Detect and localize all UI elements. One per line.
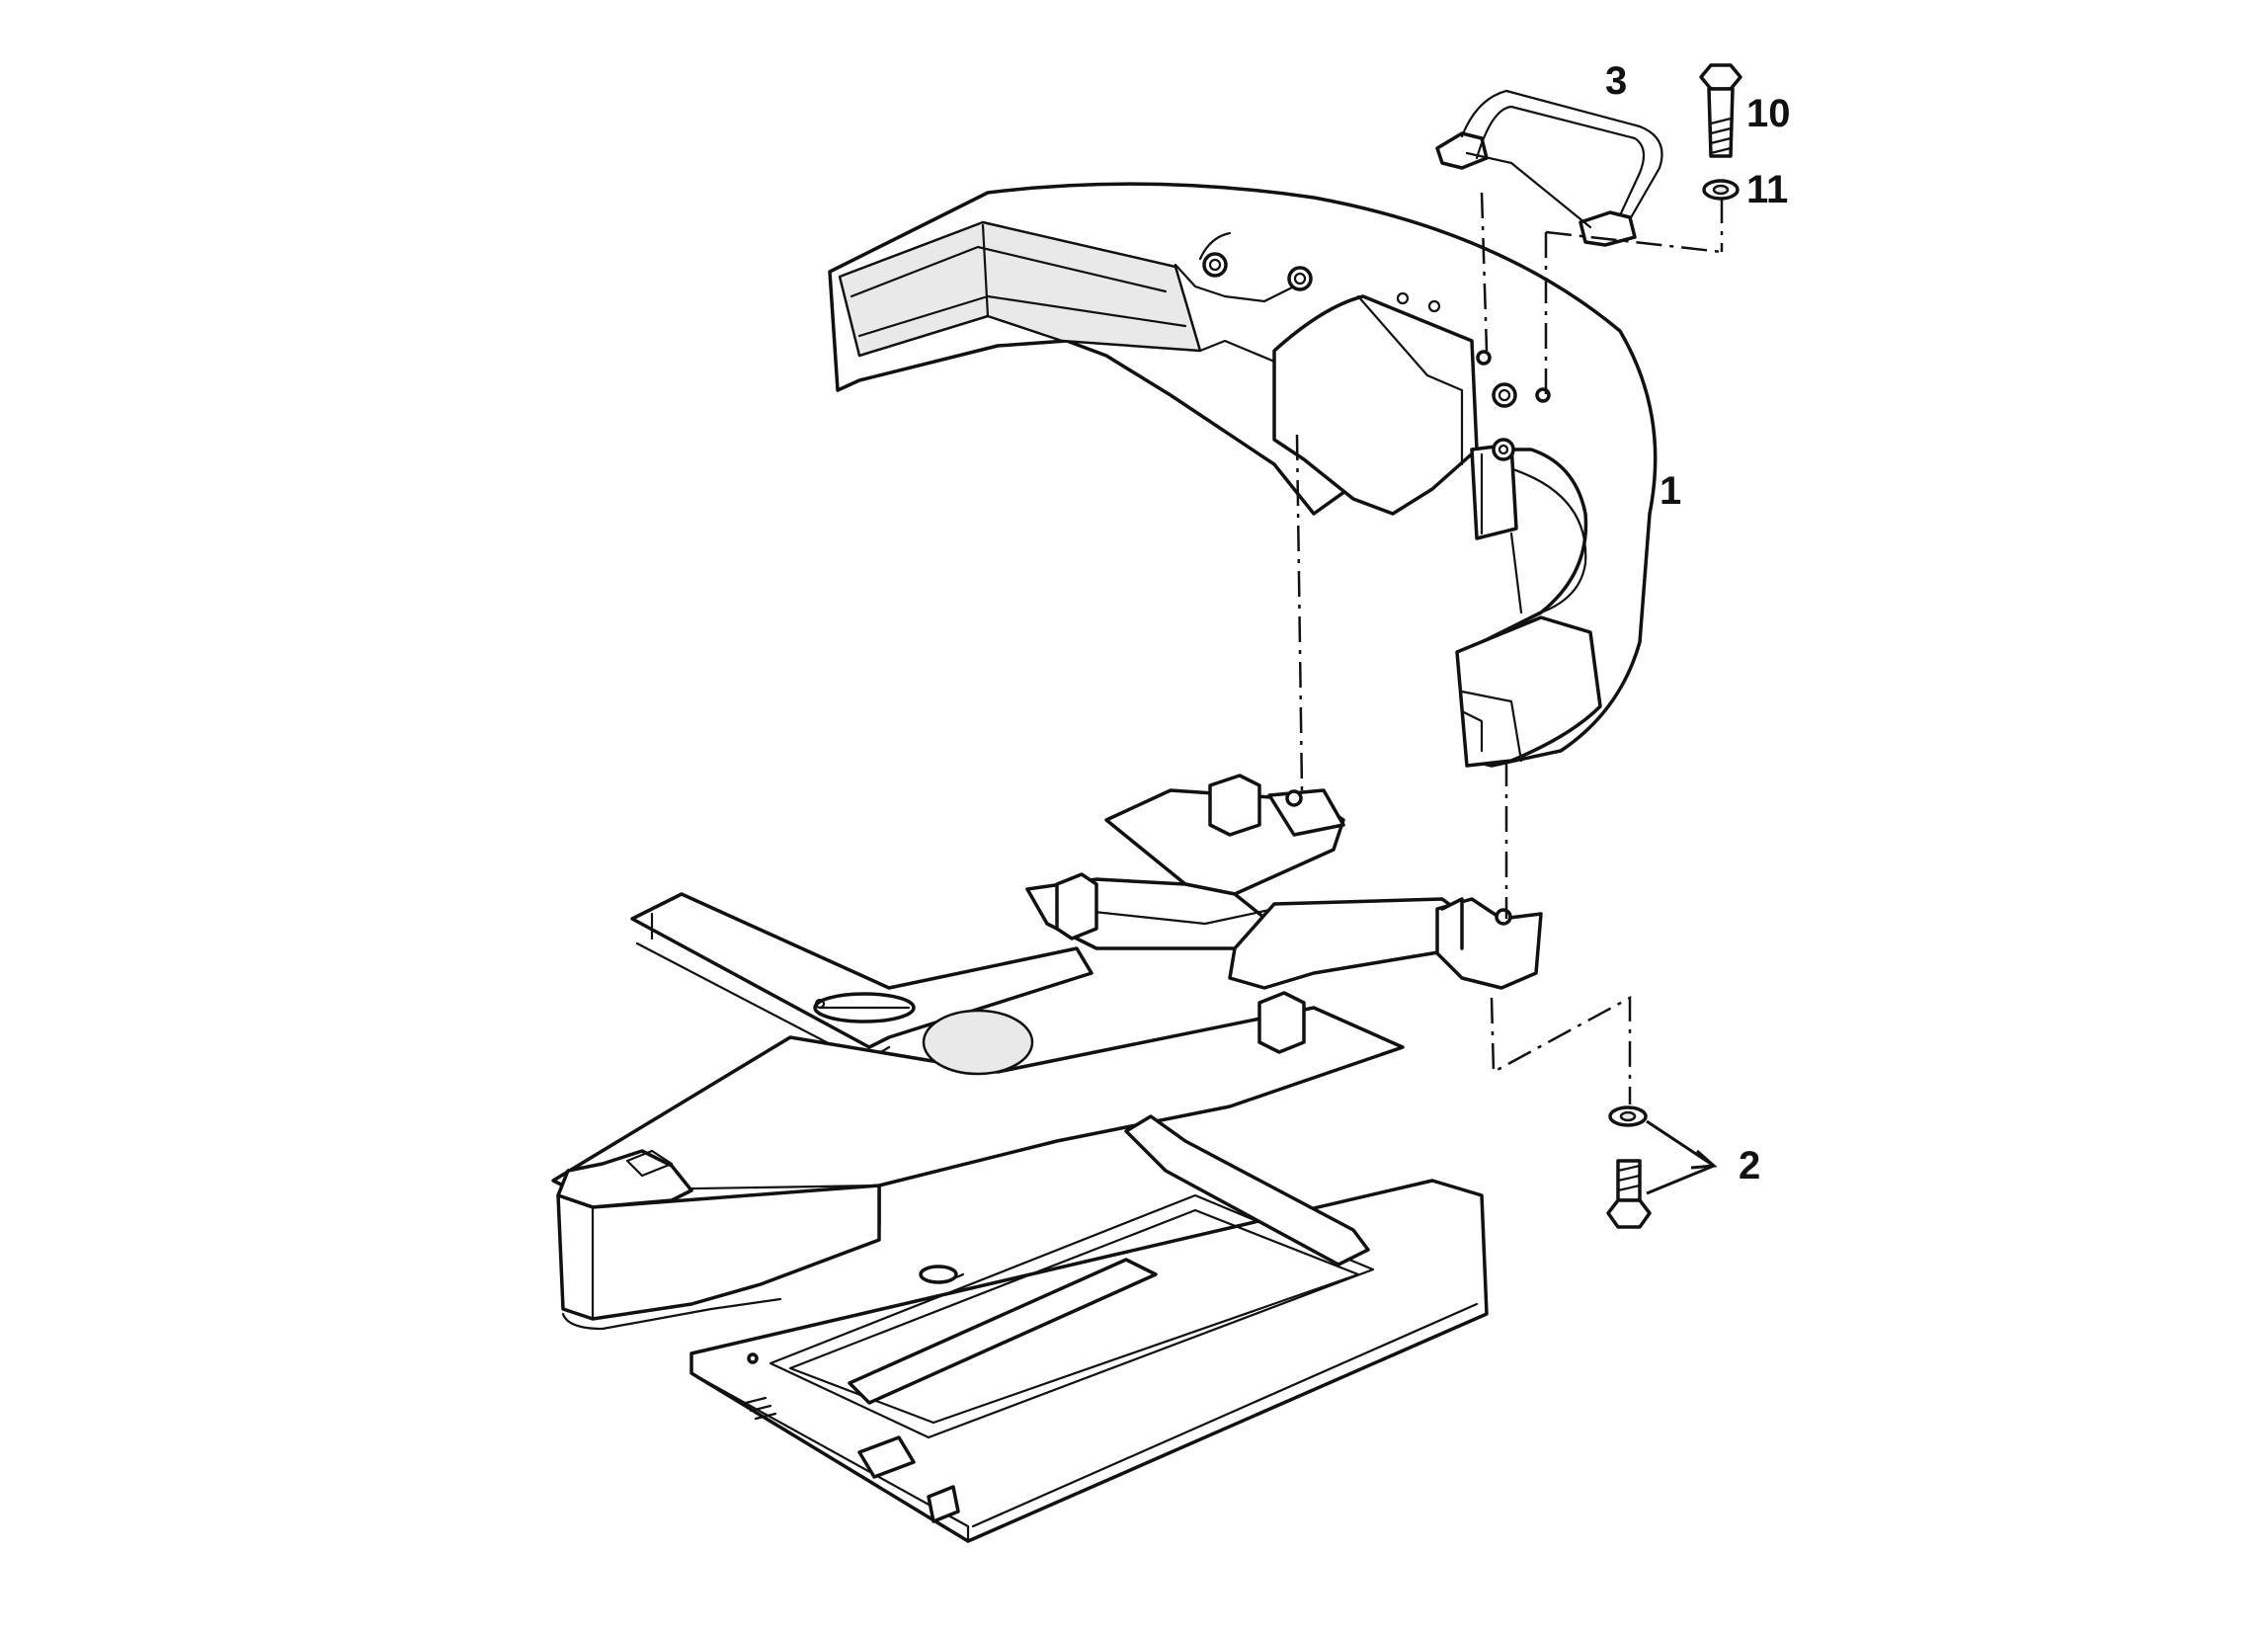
leader-lines	[1646, 1119, 1718, 1195]
callout-part-2: 2	[1739, 1144, 1760, 1187]
grab-handle	[1435, 89, 1663, 247]
callout-part-3: 3	[1605, 59, 1627, 103]
upper-frame	[551, 774, 1543, 1331]
bolt-and-washer-top	[1699, 63, 1742, 201]
counterweight	[828, 182, 1658, 768]
callout-part-1: 1	[1660, 469, 1681, 513]
bolt-and-washer-bottom	[1606, 1105, 1652, 1229]
assembly-lines	[1295, 192, 1724, 1104]
callout-part-11: 11	[1746, 168, 1788, 211]
callout-part-10: 10	[1746, 92, 1791, 135]
under-frame	[689, 1114, 1489, 1543]
